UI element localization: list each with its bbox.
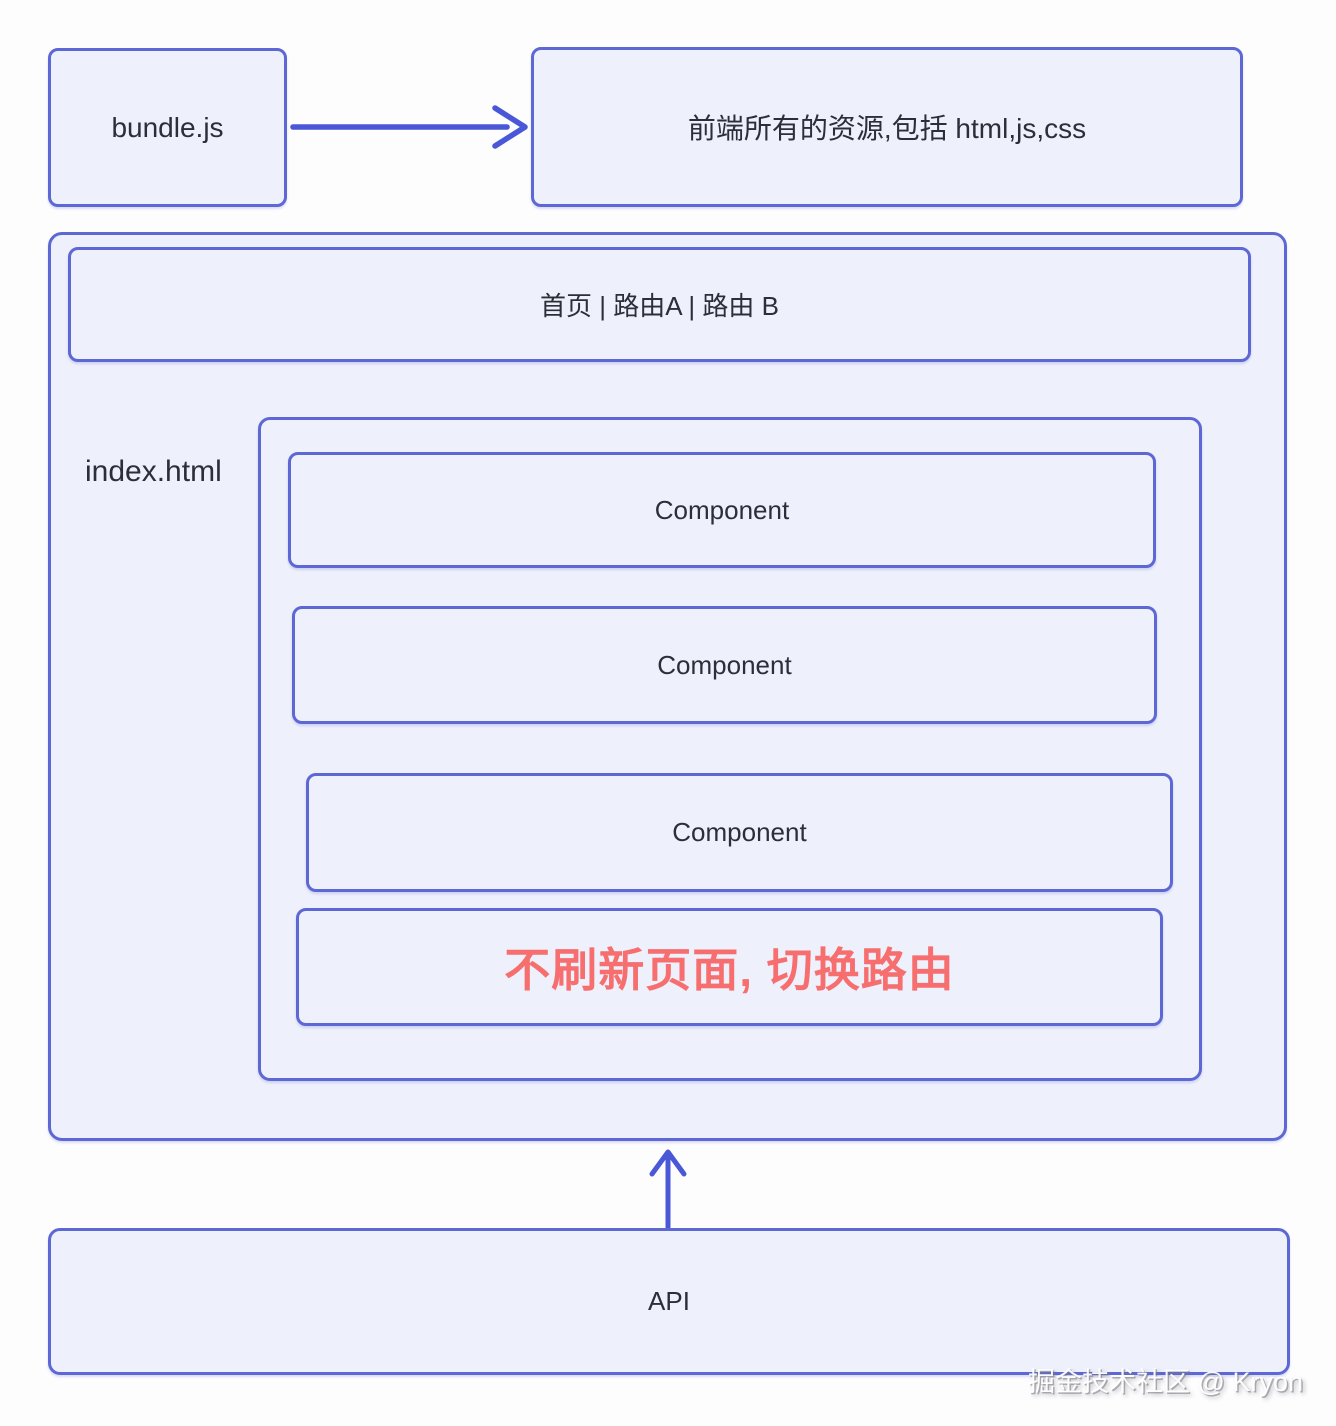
api-box: API <box>48 1228 1290 1375</box>
arrow-right-icon <box>290 105 528 149</box>
component-box-3: Component <box>306 773 1173 892</box>
index-html-label: index.html <box>85 455 222 488</box>
route-switch-highlight-text: 不刷新页面, 切换路由 <box>504 944 955 996</box>
route-switch-highlight-box: 不刷新页面, 切换路由 <box>296 908 1163 1026</box>
watermark-text: 掘金技术社区 @ Kryon <box>1028 1367 1303 1397</box>
component-box-2: Component <box>292 606 1157 724</box>
arrow-up-icon <box>649 1149 687 1230</box>
bundle-js-box: bundle.js <box>48 48 287 207</box>
routes-nav-bar: 首页 | 路由A | 路由 B <box>68 247 1251 362</box>
frontend-resources-box: 前端所有的资源,包括 html,js,css <box>531 47 1243 207</box>
component-box-1: Component <box>288 452 1156 568</box>
